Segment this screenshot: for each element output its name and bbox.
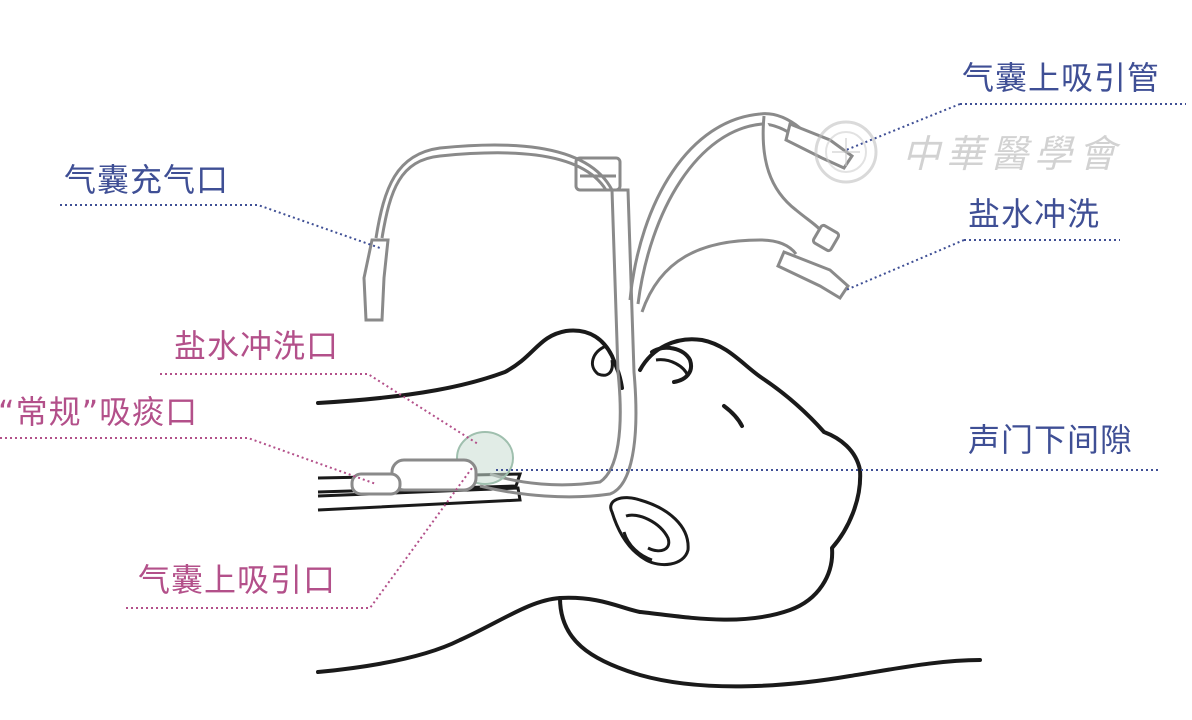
- leader-above-cuff-suction-port: [126, 467, 473, 609]
- label-saline-flush-port: 盐水冲洗口: [174, 327, 340, 365]
- saline-flush-connector: [776, 250, 850, 301]
- connector-cap: [811, 223, 841, 253]
- label-subglottic-space: 声门下间隙: [968, 421, 1134, 459]
- patient-head-outline: [316, 328, 982, 689]
- above-cuff-suction-line: [628, 112, 801, 305]
- watermark-seal: [814, 120, 878, 184]
- leader-cuff-inflation-port: [60, 204, 381, 249]
- label-conventional-suction-port: “常规”吸痰口: [0, 393, 199, 431]
- endotracheal-tube: [479, 156, 638, 499]
- label-saline-flush: 盐水冲洗: [968, 195, 1101, 233]
- leader-above-cuff-suction-tube: [845, 103, 1186, 151]
- leader-lines: [0, 103, 1186, 609]
- above-cuff-suction-connector: [761, 115, 855, 233]
- watermark-text: 中華醫學會: [902, 132, 1123, 176]
- saline-flush-line: [640, 238, 798, 313]
- oral-cavity: [590, 344, 690, 377]
- leader-saline-flush-port: [160, 373, 479, 445]
- cuff-inflation-port-connector: [362, 238, 390, 322]
- cuff-inflation-line: [374, 143, 614, 239]
- ear: [609, 496, 690, 567]
- suction-catheter: [350, 458, 478, 496]
- label-cuff-inflation-port: 气囊充气口: [64, 161, 230, 199]
- label-above-cuff-suction-port: 气囊上吸引口: [138, 561, 337, 599]
- leader-saline-flush: [845, 239, 1120, 291]
- label-above-cuff-suction-tube: 气囊上吸引管: [962, 59, 1161, 97]
